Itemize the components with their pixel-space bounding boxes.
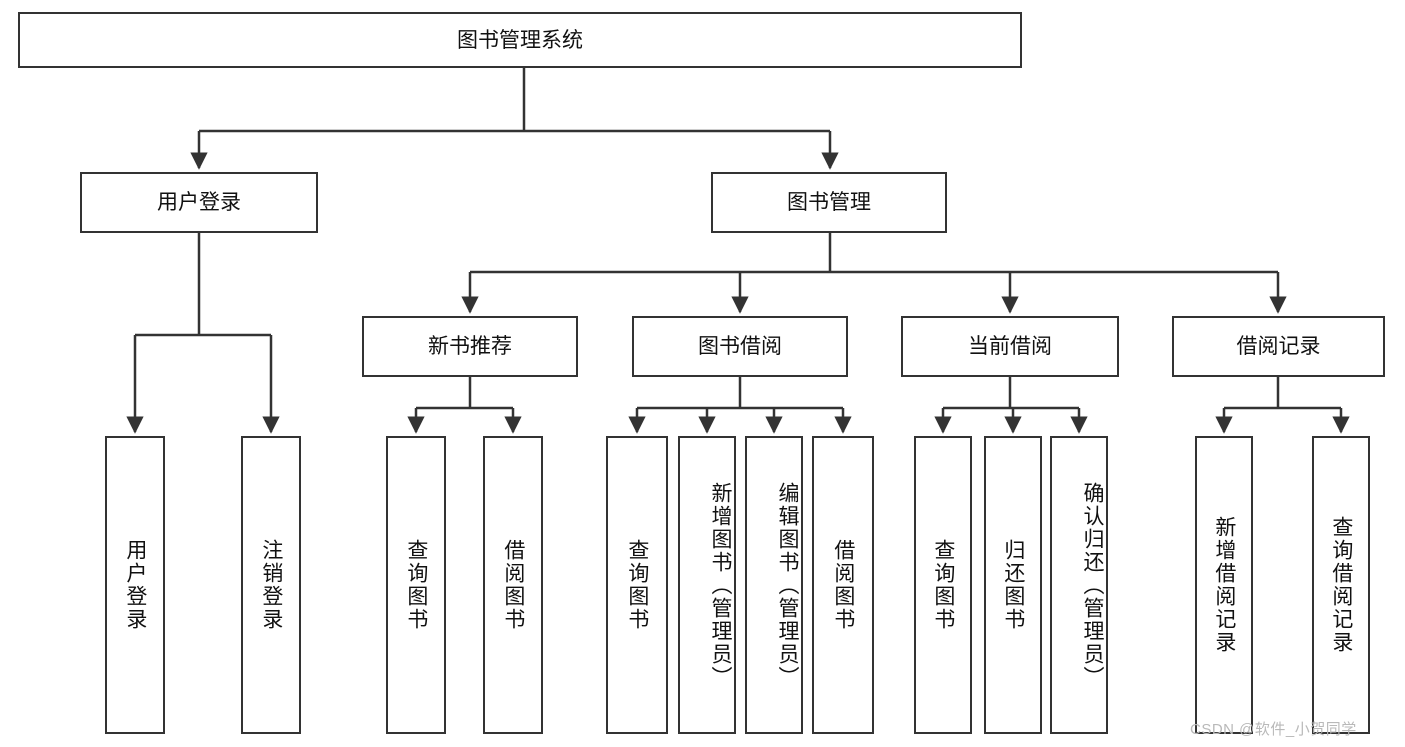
node-leaf-query-book-1-label: 查询图书 <box>404 539 428 631</box>
node-leaf-borrow-book-2-label: 借阅图书 <box>831 539 855 631</box>
node-borrow-record-label: 借阅记录 <box>1236 335 1321 358</box>
node-leaf-query-book-2-label: 查询图书 <box>625 539 649 631</box>
node-root[interactable]: 图书管理系统 <box>18 12 1022 68</box>
node-leaf-borrow-book-1-label: 借阅图书 <box>501 539 525 631</box>
node-leaf-query-book-1[interactable]: 查询图书 <box>386 436 446 734</box>
node-book-manage[interactable]: 图书管理 <box>711 172 947 233</box>
node-current-borrow-label: 当前借阅 <box>968 335 1052 358</box>
watermark: CSDN @软件_小贺同学 <box>1190 721 1357 738</box>
node-book-manage-label: 图书管理 <box>787 191 871 214</box>
node-book-borrow-label: 图书借阅 <box>698 335 782 358</box>
node-borrow-record[interactable]: 借阅记录 <box>1172 316 1385 377</box>
node-leaf-query-book-3[interactable]: 查询图书 <box>914 436 972 734</box>
node-book-borrow[interactable]: 图书借阅 <box>632 316 848 377</box>
node-leaf-borrow-book-1[interactable]: 借阅图书 <box>483 436 543 734</box>
node-user-login-label: 用户登录 <box>157 191 241 214</box>
node-current-borrow[interactable]: 当前借阅 <box>901 316 1119 377</box>
node-leaf-user-login[interactable]: 用户登录 <box>105 436 165 734</box>
node-leaf-edit-book[interactable]: 编辑图书（管理员） <box>745 436 803 734</box>
node-leaf-confirm-return-label: 确认归还（管理员） <box>1081 481 1104 689</box>
node-leaf-user-logout-label: 注销登录 <box>259 539 283 631</box>
node-leaf-add-book[interactable]: 新增图书（管理员） <box>678 436 736 734</box>
node-user-login[interactable]: 用户登录 <box>80 172 318 233</box>
node-leaf-query-record[interactable]: 查询借阅记录 <box>1312 436 1370 734</box>
node-leaf-return-book[interactable]: 归还图书 <box>984 436 1042 734</box>
node-leaf-user-login-label: 用户登录 <box>123 539 147 631</box>
node-leaf-query-book-2[interactable]: 查询图书 <box>606 436 668 734</box>
node-leaf-add-record-label: 新增借阅记录 <box>1212 516 1236 654</box>
node-leaf-confirm-return[interactable]: 确认归还（管理员） <box>1050 436 1108 734</box>
node-leaf-edit-book-label: 编辑图书（管理员） <box>776 481 799 689</box>
node-root-label: 图书管理系统 <box>457 28 583 52</box>
node-leaf-return-book-label: 归还图书 <box>1001 539 1025 631</box>
node-leaf-add-record[interactable]: 新增借阅记录 <box>1195 436 1253 734</box>
node-leaf-add-book-label: 新增图书（管理员） <box>709 481 732 689</box>
node-leaf-borrow-book-2[interactable]: 借阅图书 <box>812 436 874 734</box>
node-new-book-recommend[interactable]: 新书推荐 <box>362 316 578 377</box>
node-leaf-user-logout[interactable]: 注销登录 <box>241 436 301 734</box>
node-leaf-query-book-3-label: 查询图书 <box>931 539 955 631</box>
node-new-book-recommend-label: 新书推荐 <box>428 335 512 358</box>
node-leaf-query-record-label: 查询借阅记录 <box>1329 516 1353 654</box>
